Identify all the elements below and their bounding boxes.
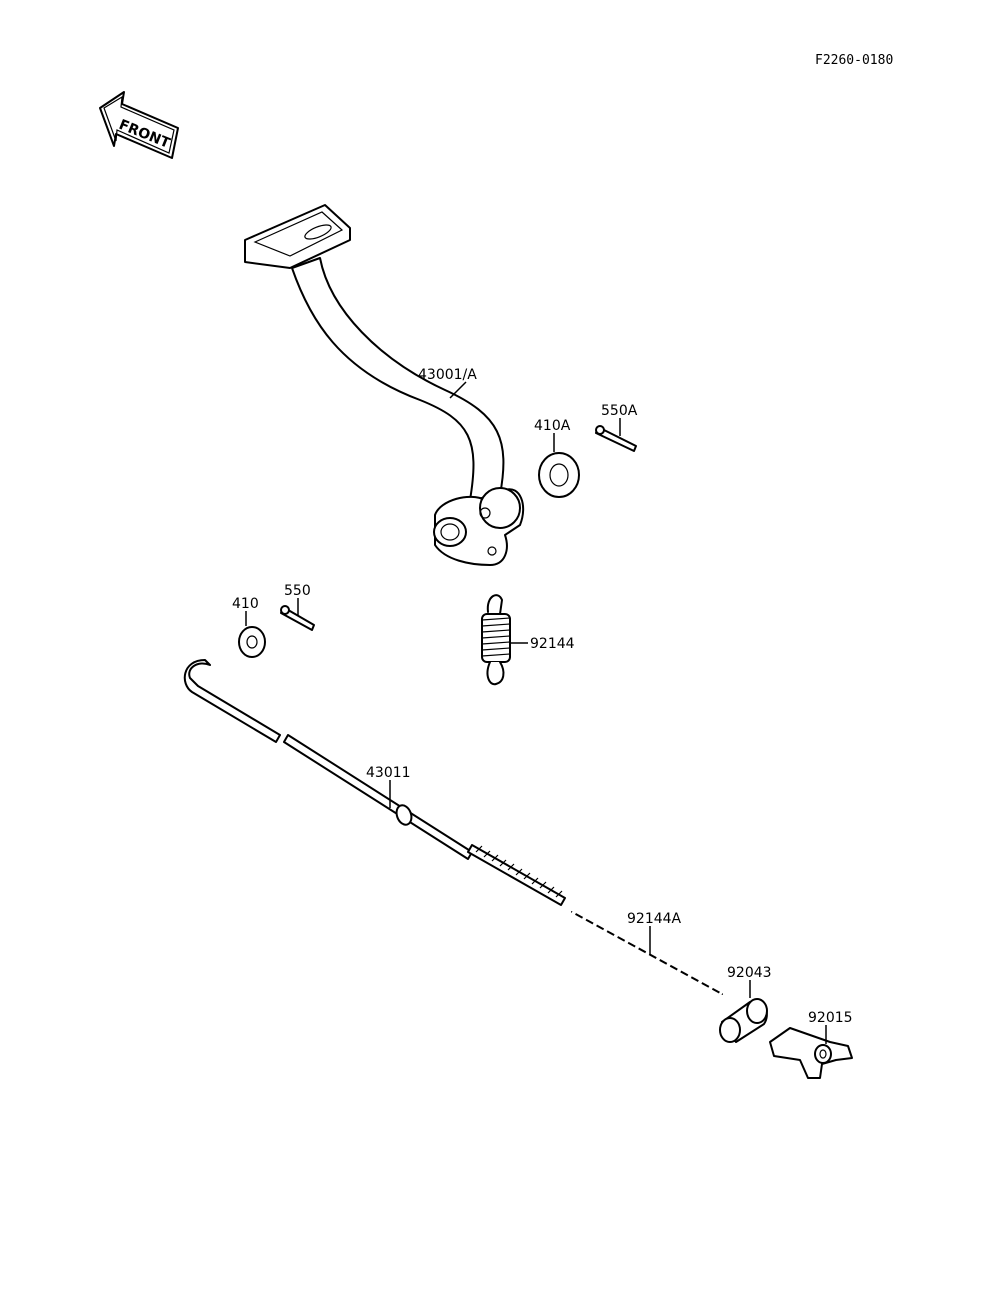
part-label-92043: 92043 (727, 965, 772, 981)
cotter-pin-550 (280, 605, 315, 631)
part-label-410: 410 (232, 596, 259, 612)
front-arrow-icon: FRONT (99, 91, 179, 159)
part-label-550: 550 (284, 583, 311, 599)
collar-92043 (719, 998, 768, 1043)
rod-spring-92144a (571, 910, 723, 996)
part-label-92015: 92015 (808, 1010, 853, 1026)
part-label-43001a: 43001/A (418, 367, 477, 383)
part-label-410a: 410A (534, 418, 571, 434)
part-label-92144a: 92144A (627, 911, 682, 927)
washer-410a (538, 452, 580, 498)
washer-410 (238, 626, 266, 658)
brake-pedal (244, 204, 525, 566)
brake-rod-43011 (183, 659, 566, 906)
adjusting-nut-92015 (769, 1027, 853, 1079)
figure-number: F2260-0180 (815, 53, 893, 68)
return-spring-92144 (481, 594, 511, 686)
part-label-550a: 550A (601, 403, 638, 419)
part-label-92144: 92144 (530, 636, 575, 652)
cotter-pin-550a (595, 425, 637, 452)
part-label-43011: 43011 (366, 765, 411, 781)
